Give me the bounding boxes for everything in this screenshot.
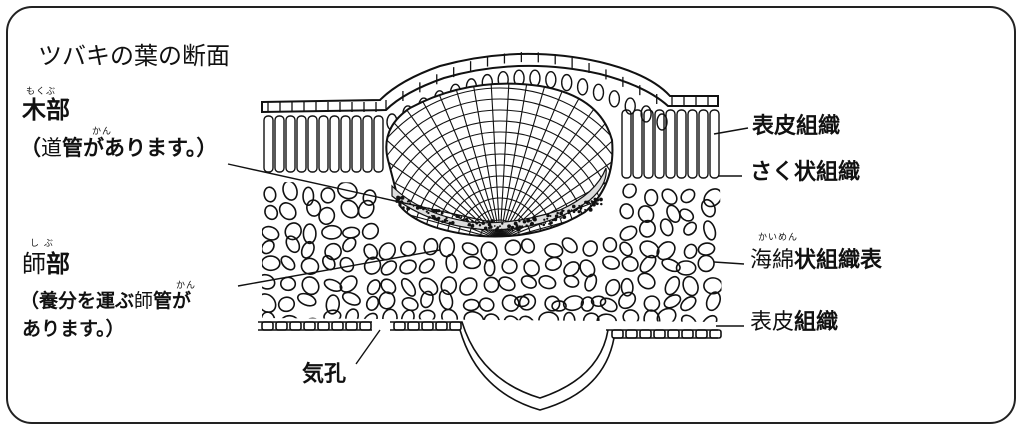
spongy-label: 海綿状組織表 <box>750 250 882 272</box>
phloem-note-line1: （養分を運ぶ師管が <box>20 292 191 311</box>
spongy-ruby: かいめん <box>758 230 798 243</box>
lower-epidermis-label: 表皮組織 <box>750 312 838 334</box>
xylem-label: 木部 <box>22 98 70 122</box>
phloem-ruby: し ぶ <box>30 236 54 249</box>
palisade-label: さく状組織 <box>750 162 860 184</box>
upper-epidermis-label: 表皮組織 <box>752 116 840 138</box>
xylem-note: （道管があります。） <box>20 138 217 159</box>
phloem-label: 師部 <box>22 252 70 276</box>
figure-title: ツバキの葉の断面 <box>38 44 230 68</box>
stoma-label: 気孔 <box>302 364 346 386</box>
vascular-bundle <box>312 50 687 425</box>
phloem-note-line2: あります。） <box>22 320 125 339</box>
